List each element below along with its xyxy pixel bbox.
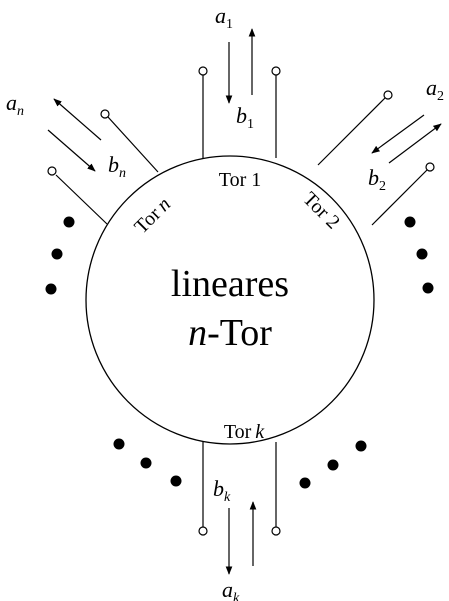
- port-k-terminal-right: [271, 526, 281, 536]
- port-2-incident-label: a2: [426, 75, 444, 104]
- ellipsis-bottom-left: [113, 438, 182, 487]
- port-n-terminal-lower: [47, 166, 57, 176]
- ellipsis-dot: [170, 475, 182, 487]
- port-1-reflected-label: b1: [236, 103, 254, 132]
- port-2-wire-lower: [371, 169, 428, 226]
- ellipsis-right: [404, 216, 434, 294]
- port-1-name: Tor 1: [219, 169, 261, 191]
- port-2-reflected-label: b2: [368, 165, 386, 194]
- port-k-terminal-left: [198, 526, 208, 536]
- ellipsis-dot: [416, 248, 428, 260]
- port-n-reflected-label: bn: [108, 152, 126, 181]
- port-1-terminal-right: [271, 66, 281, 76]
- ellipsis-dot: [355, 440, 367, 452]
- port-n: an bn Torn: [6, 90, 175, 238]
- port-1: a1 b1 Tor 1: [198, 3, 281, 191]
- port-2-wire-upper: [317, 97, 386, 166]
- ellipsis-dot: [63, 216, 75, 228]
- port-1-terminal-left: [198, 66, 208, 76]
- port-2: a2 b2 Tor 2: [298, 75, 444, 234]
- port-2-terminal-upper: [383, 90, 393, 100]
- port-n-terminal-upper: [100, 109, 110, 119]
- ellipsis-dot: [299, 477, 311, 489]
- ellipsis-dot: [422, 282, 434, 294]
- ellipsis-dot: [404, 216, 416, 228]
- ellipsis-dot: [51, 248, 63, 260]
- center-label-line1: lineares: [171, 263, 289, 305]
- port-2-terminal-lower: [425, 162, 435, 172]
- port-n-wire-lower: [55, 174, 108, 225]
- center-label-line2: n-Tor: [188, 312, 272, 354]
- ellipsis-dot: [140, 457, 152, 469]
- port-1-incident-label: a1: [215, 3, 233, 32]
- port-k-incident-label: ak: [222, 577, 240, 601]
- port-n-incident-label: an: [6, 90, 24, 119]
- port-2-incident-arrow: [371, 114, 425, 154]
- ellipsis-dot: [113, 438, 125, 450]
- port-k-reflected-label: bk: [213, 476, 231, 505]
- network-circle: [85, 155, 375, 445]
- port-2-reflected-arrow: [388, 123, 442, 164]
- ellipsis-dot: [45, 283, 57, 295]
- ellipsis-dot: [327, 459, 339, 471]
- port-n-reflected-arrow: [53, 98, 102, 141]
- ellipsis-bottom-right: [299, 440, 367, 489]
- port-n-incident-arrow: [47, 129, 96, 172]
- port-n-wire-upper: [107, 116, 159, 173]
- ellipsis-left: [45, 216, 75, 295]
